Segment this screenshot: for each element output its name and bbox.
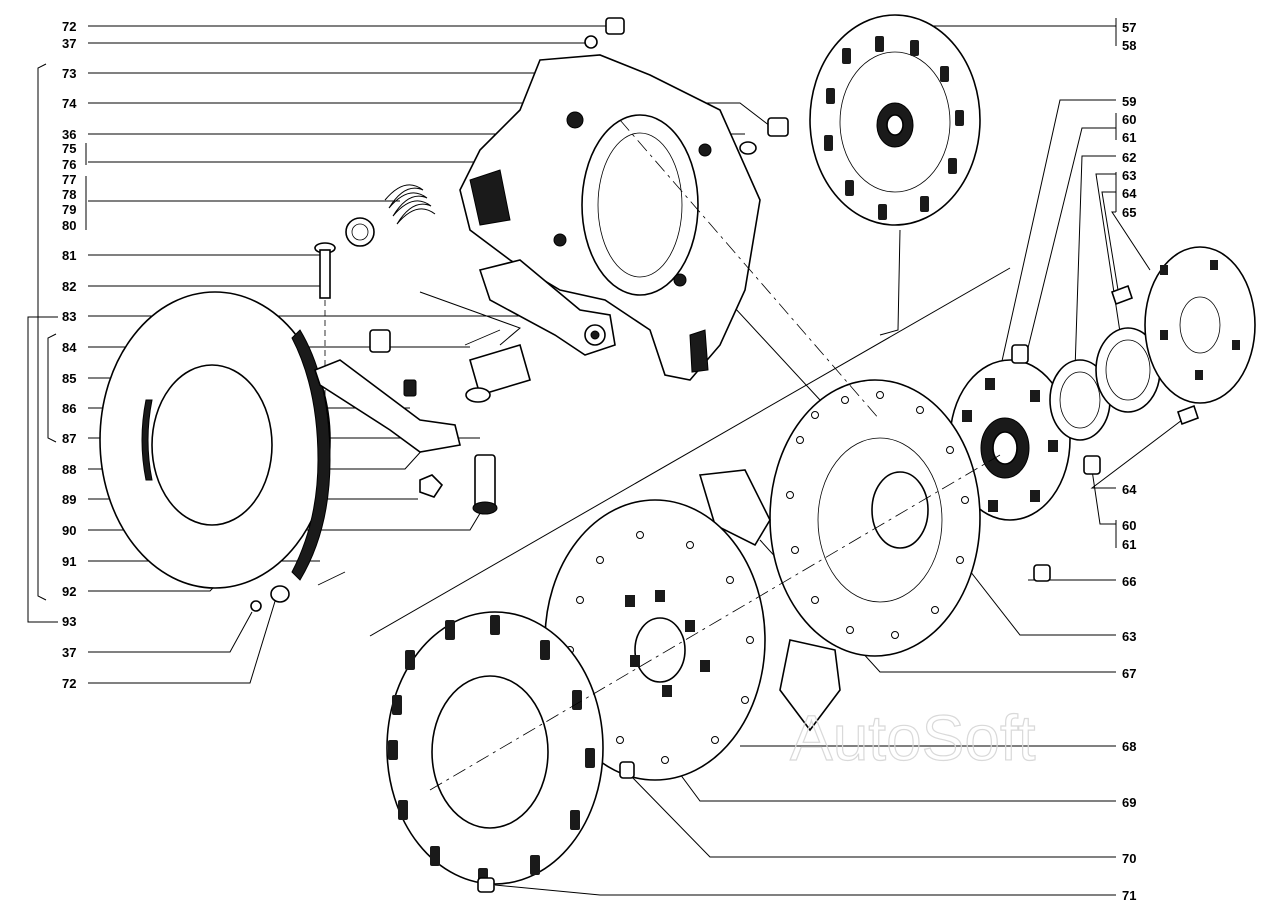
bolt-72-bottom xyxy=(250,585,290,612)
label-93: 93 xyxy=(62,614,76,629)
left-callouts: 72 37 73 74 36 75 76 77 78 79 80 81 82 8… xyxy=(62,19,77,691)
label-72-bottom: 72 xyxy=(62,676,76,691)
label-86: 86 xyxy=(62,401,76,416)
label-70: 70 xyxy=(1122,851,1136,866)
center-axis-lines xyxy=(429,119,1001,791)
label-64-top: 64 xyxy=(1122,186,1137,201)
right-callouts: 57 58 59 60 61 62 63 64 65 64 60 61 66 6… xyxy=(1122,20,1137,903)
label-57: 57 xyxy=(1122,20,1136,35)
label-68: 68 xyxy=(1122,739,1136,754)
hub-plate-59 xyxy=(949,359,1071,521)
label-60-bottom: 60 xyxy=(1122,518,1136,533)
section-divider xyxy=(369,229,1011,637)
left-brackets xyxy=(27,63,87,623)
label-71: 71 xyxy=(1122,888,1136,903)
label-61-bottom: 61 xyxy=(1122,537,1136,552)
label-67: 67 xyxy=(1122,666,1136,681)
label-76: 76 xyxy=(62,157,76,172)
label-63-bottom: 63 xyxy=(1122,629,1136,644)
label-83: 83 xyxy=(62,309,76,324)
pressure-plate xyxy=(99,291,331,589)
label-59: 59 xyxy=(1122,94,1136,109)
label-58: 58 xyxy=(1122,38,1136,53)
driven-disc-57 xyxy=(809,14,981,226)
bolt-71 xyxy=(477,877,495,893)
bolt-72-top xyxy=(584,17,625,49)
label-62: 62 xyxy=(1122,150,1136,165)
housing-lever xyxy=(478,259,616,356)
label-81: 81 xyxy=(62,248,76,263)
label-37-top: 37 xyxy=(62,36,76,51)
label-37-bottom: 37 xyxy=(62,645,76,660)
label-90: 90 xyxy=(62,523,76,538)
label-84: 84 xyxy=(62,340,77,355)
label-88: 88 xyxy=(62,462,76,477)
label-75: 75 xyxy=(62,141,76,156)
label-60-top: 60 xyxy=(1122,112,1136,127)
label-61-top: 61 xyxy=(1122,130,1136,145)
label-63-top: 63 xyxy=(1122,168,1136,183)
label-64-mid: 64 xyxy=(1122,482,1137,497)
label-80: 80 xyxy=(62,218,76,233)
release-lever-assembly xyxy=(314,329,531,586)
small-springs xyxy=(1011,284,1200,582)
label-79: 79 xyxy=(62,202,76,217)
label-69: 69 xyxy=(1122,795,1136,810)
label-66: 66 xyxy=(1122,574,1136,589)
label-78: 78 xyxy=(62,187,76,202)
bolt-70 xyxy=(619,761,635,779)
bolt-74 xyxy=(739,117,789,155)
label-89: 89 xyxy=(62,492,76,507)
clutch-cover-housing xyxy=(459,54,761,381)
label-82: 82 xyxy=(62,279,76,294)
pressure-disc-63 xyxy=(769,379,981,657)
label-36: 36 xyxy=(62,127,76,142)
pressure-spring xyxy=(345,184,436,247)
label-91: 91 xyxy=(62,554,76,569)
label-72-top: 72 xyxy=(62,19,76,34)
label-87: 87 xyxy=(62,431,76,446)
driven-disc-69 xyxy=(386,611,604,888)
label-85: 85 xyxy=(62,371,76,386)
friction-washers xyxy=(1049,246,1256,441)
watermark: AutoSoft xyxy=(790,702,1036,774)
label-73: 73 xyxy=(62,66,76,81)
label-92: 92 xyxy=(62,584,76,599)
label-65: 65 xyxy=(1122,205,1136,220)
label-74: 74 xyxy=(62,96,77,111)
label-77: 77 xyxy=(62,172,76,187)
